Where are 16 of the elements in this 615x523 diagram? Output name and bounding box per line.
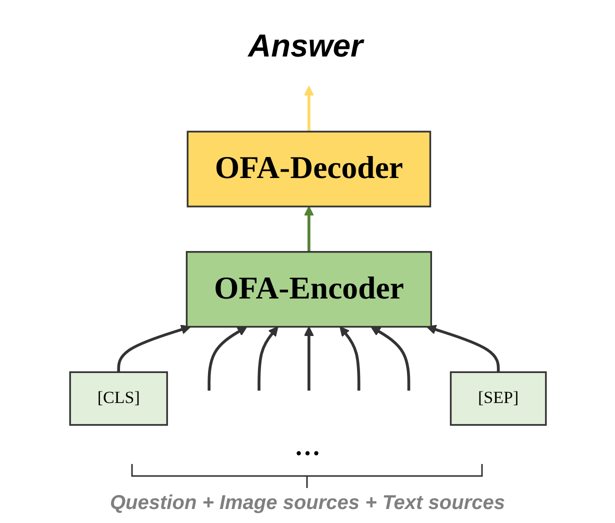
node-box: [SEP] (449, 371, 546, 426)
input-note: Question + Image sources + Text sources (110, 492, 505, 515)
node-box: [CLS] (68, 371, 168, 426)
arrow (339, 326, 360, 391)
arrow (116, 324, 190, 372)
arrow (303, 86, 314, 132)
arrow (426, 324, 500, 372)
arrow (303, 326, 314, 391)
ellipsis: … (294, 434, 320, 460)
node-text: Answer (248, 28, 362, 64)
arrow (257, 326, 278, 391)
arrow (207, 326, 247, 391)
node-box: OFA-Decoder (186, 130, 431, 208)
node-box: OFA-Encoder (185, 251, 432, 328)
arrow (303, 206, 314, 252)
arrow (370, 326, 410, 391)
